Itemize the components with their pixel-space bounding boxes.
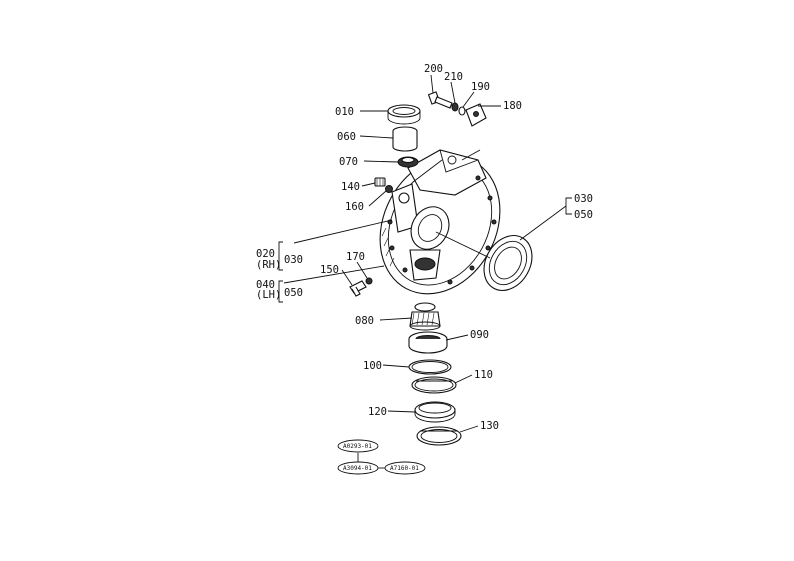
gear-case-housing: [379, 149, 501, 295]
label-200: 200: [424, 63, 443, 75]
cap-010: [387, 104, 421, 125]
label-190: 190: [471, 81, 490, 93]
label-lh: (LH): [256, 289, 281, 301]
label-180: 180: [503, 100, 522, 112]
label-100: 100: [363, 360, 382, 372]
label-rh: (RH): [256, 259, 281, 271]
part-labels: 010 060 070 140 160 200 210 190 180 030 …: [256, 63, 593, 432]
label-150: 150: [320, 264, 339, 276]
label-210: 210: [444, 71, 463, 83]
ring-130: [416, 426, 462, 446]
bearing-070: [397, 156, 419, 168]
label-040: 040: [256, 279, 275, 291]
label-130: 130: [480, 420, 499, 432]
ref-code-2: A3094-01: [343, 465, 372, 472]
label-030-left: 030: [284, 254, 303, 266]
label-060: 060: [337, 131, 356, 143]
reference-codes: A0293-01 A3094-01 A7160-01: [337, 439, 426, 475]
label-070: 070: [339, 156, 358, 168]
washer-210: [451, 102, 459, 112]
ref-code-1: A0293-01: [343, 443, 372, 450]
bearing-090: [408, 331, 448, 354]
washer-160: [385, 185, 393, 193]
plug-140: [374, 177, 386, 187]
bracket-180: [465, 103, 487, 127]
ring-120: [414, 401, 456, 423]
shim-110: [411, 376, 457, 394]
label-090: 090: [470, 329, 489, 341]
label-030-right: 030: [574, 193, 593, 205]
label-110: 110: [474, 369, 493, 381]
bolt-150: [349, 280, 367, 297]
label-080: 080: [355, 315, 374, 327]
label-170: 170: [346, 251, 365, 263]
label-050-right: 050: [574, 209, 593, 221]
oil-seal-right: [483, 235, 533, 291]
label-160: 160: [345, 201, 364, 213]
washer-170: [365, 277, 373, 285]
label-140: 140: [341, 181, 360, 193]
bevel-pinion-080: [409, 302, 441, 331]
shim-100: [408, 359, 452, 375]
bolt-200: [427, 91, 453, 109]
leader-lines: [278, 74, 572, 462]
sleeve-060: [392, 126, 418, 152]
label-010: 010: [335, 106, 354, 118]
ref-code-3: A7160-01: [390, 465, 419, 472]
washer-190: [458, 106, 466, 116]
label-120: 120: [368, 406, 387, 418]
label-020: 020: [256, 248, 275, 260]
label-050-left: 050: [284, 287, 303, 299]
